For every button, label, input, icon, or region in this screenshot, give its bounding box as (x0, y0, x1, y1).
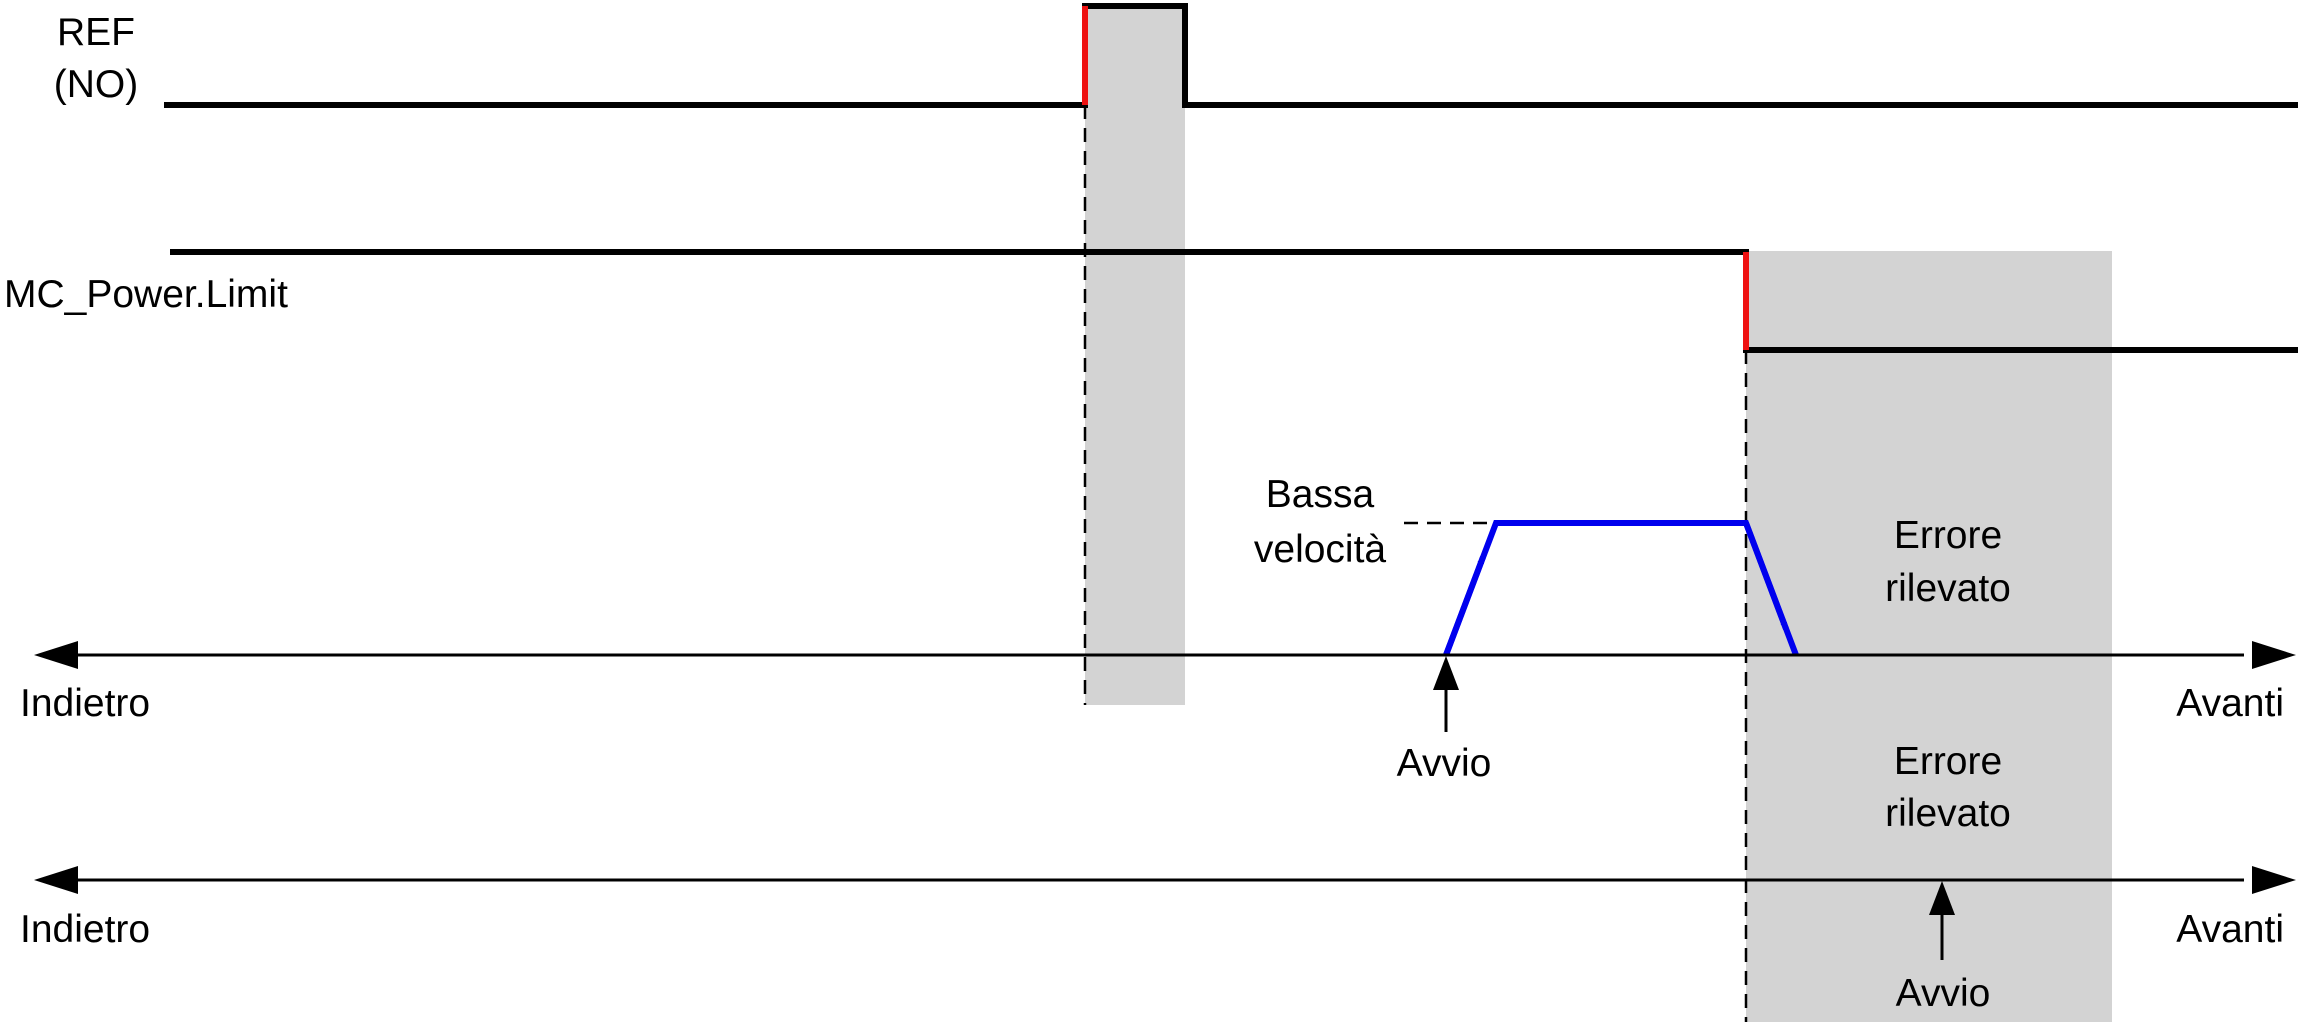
error-region-shade-top (1746, 251, 2112, 1022)
ref-signal-trace (164, 3, 2298, 108)
start-2-arrowhead (1929, 881, 1955, 915)
error-label-2-line2: rilevato (1885, 792, 2011, 835)
ref-active-shade (1085, 6, 1185, 705)
limit-label: MC_Power.Limit (4, 273, 288, 316)
axis-1-left-arrowhead (34, 641, 78, 669)
start-1-arrowhead (1433, 656, 1459, 690)
axis-2-backward-label: Indietro (20, 908, 150, 951)
start-1-label: Avvio (1397, 742, 1492, 785)
error-label-2-line1: Errore (1894, 740, 2002, 783)
axis-2-left-arrowhead (34, 866, 78, 894)
ref-label-line1: REF (57, 11, 135, 54)
error-label-1-line2: rilevato (1885, 567, 2011, 610)
accel-arrow (1443, 555, 1486, 657)
speed-label-line2: velocità (1254, 528, 1387, 571)
axis-2-right-arrowhead (2252, 866, 2296, 894)
motion-profile (1443, 520, 1799, 657)
axis-2-forward-label: Avanti (2176, 908, 2284, 951)
start-2-label: Avvio (1896, 972, 1991, 1015)
ref-label-line2: (NO) (54, 63, 138, 106)
axis-1-forward-label: Avanti (2176, 682, 2284, 725)
axis-1-right-arrowhead (2252, 641, 2296, 669)
axis-1-backward-label: Indietro (20, 682, 150, 725)
decel-arrow (1743, 521, 1789, 631)
speed-label-line1: Bassa (1266, 473, 1375, 516)
error-label-1-line1: Errore (1894, 514, 2002, 557)
